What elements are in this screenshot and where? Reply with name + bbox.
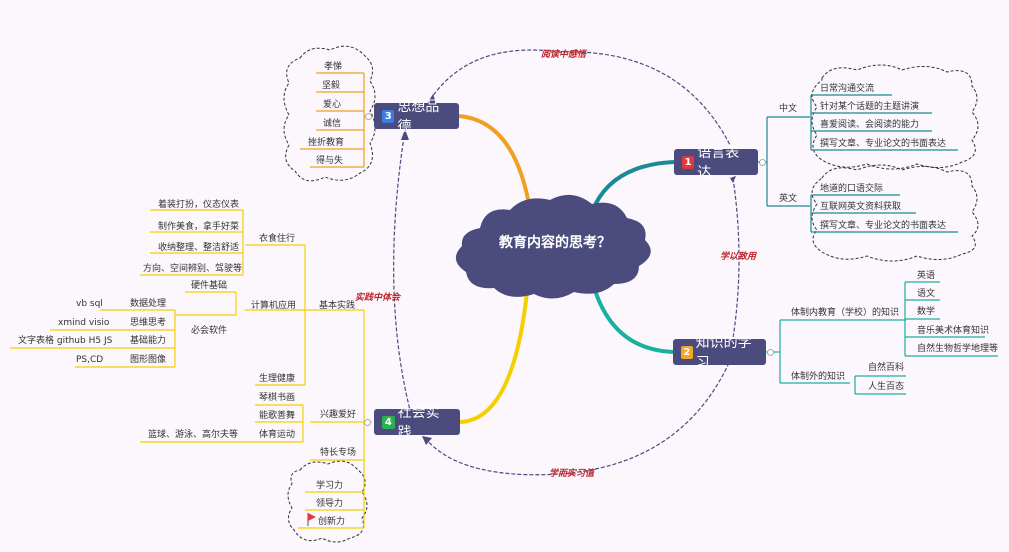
collapse-toggle[interactable]: [767, 349, 774, 356]
branch-practice: [459, 281, 530, 424]
relationship-label-top[interactable]: 阅读中感悟: [541, 50, 587, 60]
health-item[interactable]: 生理健康: [259, 374, 296, 384]
branch-expression: [590, 160, 675, 213]
chinese-item[interactable]: 针对某个话题的主题讲演: [820, 102, 920, 112]
relationship-bottom-line: [424, 364, 729, 476]
out-system-item[interactable]: 自然百科: [868, 363, 905, 373]
specialty-item[interactable]: 学习力: [316, 481, 344, 491]
topic-practice[interactable]: 4 社会实践: [374, 405, 460, 441]
in-system-item[interactable]: 自然生物哲学地理等: [917, 344, 999, 354]
subtopic-out-system[interactable]: 体制外的知识: [791, 372, 846, 382]
software-detail[interactable]: vb sql: [76, 299, 103, 309]
living-item[interactable]: 收纳整理、整洁舒适: [158, 243, 240, 253]
priority-1-icon: 1: [682, 155, 695, 169]
software-item[interactable]: 图形图像: [130, 355, 167, 365]
in-system-item[interactable]: 音乐美术体育知识: [917, 326, 990, 336]
sports-detail[interactable]: 篮球、游泳、高尔夫等: [148, 430, 239, 440]
relationship-right-line: [732, 177, 740, 339]
subtopic-sports[interactable]: 体育运动: [259, 430, 296, 440]
in-system-item[interactable]: 英语: [917, 271, 936, 281]
subtopic-chinese[interactable]: 中文: [779, 104, 798, 114]
topic-expression-label: 语言表达: [697, 145, 740, 181]
priority-3-icon: 3: [382, 109, 395, 123]
english-item[interactable]: 撰写文章、专业论文的书面表达: [820, 221, 947, 231]
software-item[interactable]: 数据处理: [130, 299, 167, 309]
central-topic-shape: [455, 194, 651, 299]
expression-connectors: [758, 94, 958, 233]
subtopic-computer[interactable]: 计算机应用: [251, 301, 297, 311]
software-item[interactable]: 思维思考: [130, 318, 167, 328]
practice-connectors: [10, 209, 372, 529]
english-item[interactable]: 互联网英文资料获取: [820, 202, 902, 212]
topic-expression[interactable]: 1 语言表达: [674, 145, 758, 181]
chinese-item[interactable]: 撰写文章、专业论文的书面表达: [820, 139, 947, 149]
relationship-label-left[interactable]: 实践中体会: [355, 293, 401, 303]
morality-item[interactable]: 爱心: [323, 100, 342, 110]
in-system-item[interactable]: 语文: [917, 289, 936, 299]
topic-morality-label: 思想品德: [397, 99, 440, 135]
morality-item[interactable]: 坚毅: [322, 81, 341, 91]
topic-morality[interactable]: 3 思想品德: [374, 99, 459, 135]
subtopic-software[interactable]: 必会软件: [191, 326, 228, 336]
relationship-label-bottom[interactable]: 学而实习值: [549, 469, 595, 479]
topic-knowledge-label: 知识的学习: [695, 335, 752, 371]
specialty-item[interactable]: 创新力: [318, 517, 346, 527]
relationship-label-right[interactable]: 学以致用: [720, 252, 757, 262]
collapse-toggle[interactable]: [364, 419, 371, 426]
arrow-head: [422, 436, 432, 445]
subtopic-english[interactable]: 英文: [779, 194, 798, 204]
knowledge-connectors: [766, 281, 998, 395]
subtopic-specialty[interactable]: 特长专场: [320, 448, 357, 458]
software-item[interactable]: 基础能力: [130, 336, 167, 346]
flag-icon: [307, 513, 316, 526]
morality-item[interactable]: 挫折教育: [308, 138, 345, 148]
branch-knowledge: [590, 279, 675, 354]
living-item[interactable]: 方向、空间辨别、驾驶等: [143, 264, 243, 274]
computer-hardware[interactable]: 硬件基础: [191, 281, 228, 291]
arrow-head: [427, 94, 436, 104]
boundary-chinese: [811, 64, 979, 170]
subtopic-hobby[interactable]: 兴趣爱好: [320, 410, 357, 420]
collapse-toggle[interactable]: [365, 113, 372, 120]
living-item[interactable]: 制作美食，拿手好菜: [158, 222, 240, 232]
boundary-morality: [283, 45, 376, 182]
priority-2-icon: 2: [681, 345, 693, 359]
collapse-toggle[interactable]: [759, 159, 766, 166]
relationship-left-line: [393, 129, 411, 411]
topic-knowledge[interactable]: 2 知识的学习: [673, 335, 766, 371]
subtopic-basic-practice[interactable]: 基本实践: [319, 301, 356, 311]
hobby-item[interactable]: 能歌善舞: [259, 411, 296, 421]
software-detail[interactable]: PS,CD: [76, 355, 104, 365]
arrow-head: [401, 129, 409, 140]
topic-practice-label: 社会实践: [397, 405, 440, 441]
out-system-item[interactable]: 人生百态: [868, 382, 905, 392]
branch-morality: [457, 114, 532, 211]
software-detail[interactable]: 文字表格 github H5 JS: [18, 336, 113, 346]
morality-item[interactable]: 孝悌: [324, 62, 343, 72]
in-system-item[interactable]: 数学: [917, 307, 936, 317]
subtopic-living[interactable]: 衣食住行: [259, 234, 296, 244]
chinese-item[interactable]: 喜爱阅读、会阅读的能力: [820, 120, 920, 130]
morality-item[interactable]: 诚信: [323, 119, 342, 129]
priority-4-icon: 4: [382, 415, 395, 429]
central-topic[interactable]: 教育内容的思考？: [499, 235, 611, 251]
english-item[interactable]: 地道的口语交际: [820, 184, 884, 194]
morality-item[interactable]: 得与失: [316, 156, 344, 166]
specialty-item[interactable]: 领导力: [316, 499, 344, 509]
arrow-head: [730, 176, 736, 183]
chinese-item[interactable]: 日常沟通交流: [820, 84, 875, 94]
living-item[interactable]: 着装打扮，仪态仪表: [158, 200, 240, 210]
software-detail[interactable]: xmind visio: [58, 318, 110, 328]
hobby-item[interactable]: 琴棋书画: [259, 393, 296, 403]
relationship-top-line: [429, 49, 731, 146]
morality-connectors: [300, 72, 372, 168]
subtopic-in-system[interactable]: 体制内教育（学校）的知识: [791, 308, 900, 318]
